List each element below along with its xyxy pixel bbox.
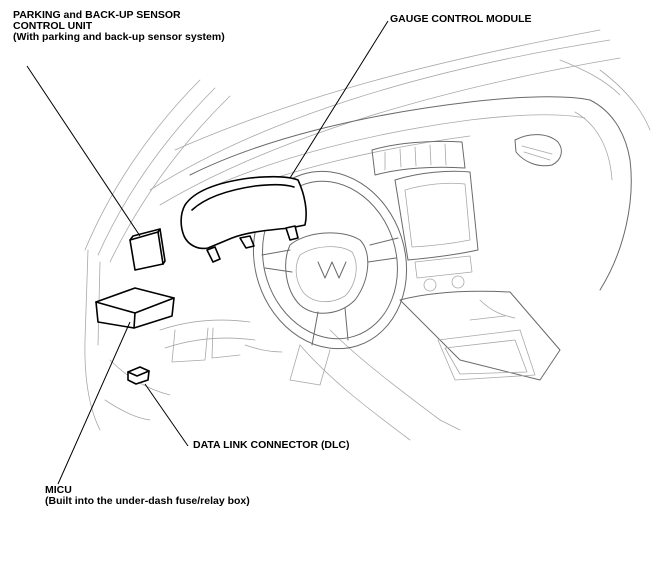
leader-lines bbox=[26, 20, 389, 485]
micu-label-line-1: MICU bbox=[45, 484, 72, 496]
data-link-connector bbox=[127, 366, 150, 385]
parking-sensor-unit-label: PARKING and BACK-UP SENSOR CONTROL UNIT … bbox=[13, 10, 225, 43]
interior-background bbox=[84, 29, 651, 441]
micu-label-line-2: (Built into the under-dash fuse/relay bo… bbox=[45, 495, 250, 507]
leader-dlc bbox=[144, 383, 189, 447]
micu-label: MICU (Built into the under-dash fuse/rel… bbox=[45, 485, 250, 507]
micu-fuse-box bbox=[95, 287, 175, 329]
gauge-control-module bbox=[180, 175, 307, 263]
parking-sensor-unit bbox=[129, 228, 166, 271]
gauge-control-module-label: GAUGE CONTROL MODULE bbox=[390, 14, 532, 25]
parking-sensor-label-line-3: (With parking and back-up sensor system) bbox=[13, 31, 225, 43]
data-link-connector-text: DATA LINK CONNECTOR (DLC) bbox=[193, 439, 350, 451]
steering-wheel bbox=[252, 170, 408, 386]
parking-sensor-label-line-1: PARKING and BACK-UP SENSOR bbox=[13, 9, 181, 21]
leader-gauge-module bbox=[289, 20, 389, 179]
leader-micu bbox=[57, 321, 131, 485]
parking-sensor-label-line-2: CONTROL UNIT bbox=[13, 20, 93, 32]
data-link-connector-label: DATA LINK CONNECTOR (DLC) bbox=[193, 440, 350, 451]
leader-parking-sensor bbox=[26, 65, 141, 237]
gauge-control-module-text: GAUGE CONTROL MODULE bbox=[390, 13, 532, 25]
